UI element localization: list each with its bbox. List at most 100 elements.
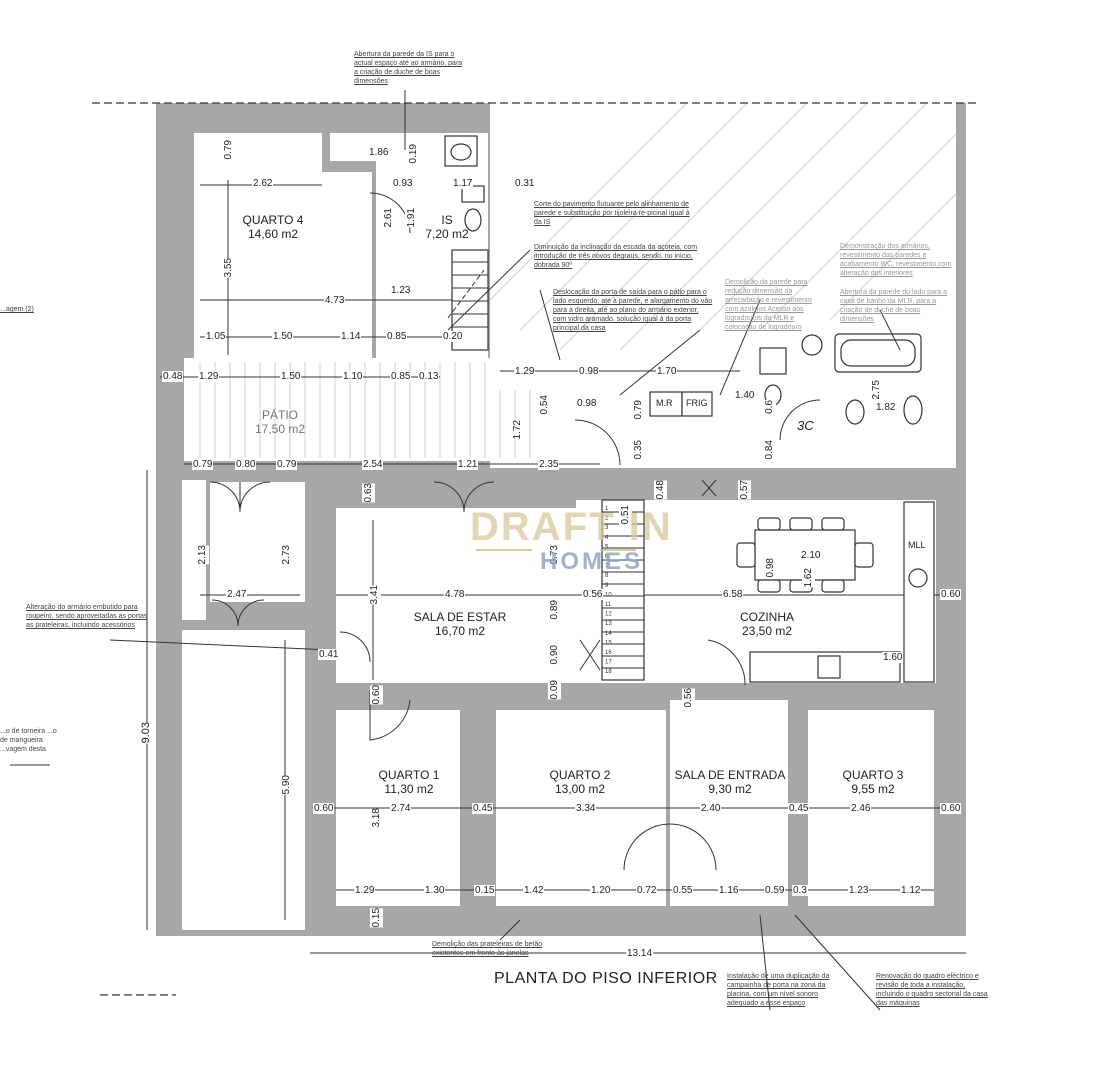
stair-step-number: 2	[605, 516, 609, 522]
dining-table	[736, 501, 935, 683]
note-left-bottom: ...o de torneira ...o de mangueira ...va…	[0, 728, 57, 753]
dim: 3.18	[370, 808, 383, 828]
label-wc: 3C	[797, 418, 814, 433]
stair-step-number: 3	[605, 525, 609, 531]
stair-step-number: 8	[605, 573, 609, 579]
dim: 0.41	[318, 649, 340, 660]
stair-step-number: 7	[605, 564, 609, 570]
stair-step-number: 15	[605, 640, 612, 646]
dim: 2.75	[870, 380, 883, 400]
dim: 1.62	[802, 568, 815, 588]
dim: 2.35	[538, 459, 560, 470]
dim: 1.12	[900, 885, 922, 896]
dim: 0.13	[418, 371, 440, 382]
dim: 0.19	[407, 144, 420, 164]
plan-title: PLANTA DO PISO INFERIOR	[494, 970, 718, 987]
watermark-line	[600, 549, 636, 551]
dim: 0.98	[576, 398, 598, 409]
note-door-move: Deslocação da porta de saída para o páti…	[553, 289, 713, 332]
label-mll: MLL	[907, 540, 927, 551]
dim: 1.05	[205, 331, 227, 342]
dim: 1.20	[590, 885, 612, 896]
dim: 1.17	[452, 178, 474, 189]
dim: 0.35	[632, 440, 645, 460]
dim: 0.60	[940, 803, 962, 814]
watermark-logo: DRAFT IN	[470, 505, 673, 549]
stair-step-number: 16	[605, 650, 612, 656]
dim: 1.30	[424, 885, 446, 896]
dim: 0.31	[514, 178, 536, 189]
dim: 2.47	[226, 589, 248, 600]
stair-step-number: 13	[605, 621, 612, 627]
dim: 0.85	[390, 371, 412, 382]
dim: 0.84	[763, 440, 776, 460]
dim: 0.80	[235, 459, 257, 470]
note-stair-incline: Diminuição da inclinação da escada da aç…	[534, 244, 698, 269]
leader-lines	[10, 90, 901, 1011]
stair-step-number: 9	[605, 583, 609, 589]
stair-step-number: 6	[605, 554, 609, 560]
dim: 1.21	[457, 459, 479, 470]
dim: 1.50	[280, 371, 302, 382]
dim: 2.54	[362, 459, 384, 470]
room-quarto4	[194, 133, 322, 358]
dim: 1.60	[882, 652, 904, 663]
dim: 0.85	[386, 331, 408, 342]
dim: 0.15	[474, 885, 496, 896]
dim: 2.62	[252, 178, 274, 189]
stair-step-number: 18	[605, 669, 612, 675]
dim: 3.55	[222, 258, 235, 278]
stair-step-number: 14	[605, 631, 612, 637]
label-mr: M.R	[655, 398, 674, 409]
dim: 0.63	[362, 483, 375, 503]
note-wall-demolition: Demolição da parede para redução dimensã…	[725, 279, 812, 331]
dim: 0.48	[654, 480, 667, 500]
dim: 0.3	[792, 885, 808, 896]
dim: 0.98	[764, 558, 777, 578]
dim: 1.16	[718, 885, 740, 896]
dim: 1.82	[875, 402, 897, 413]
dim: 0.72	[636, 885, 658, 896]
note-shelves-demolition: Demolição das prateleiras de betão exist…	[432, 941, 543, 957]
note-bath-opening: Abertura da parede do lado para a casa d…	[840, 289, 948, 323]
dim: 0.20	[442, 331, 464, 342]
dim: 0.60	[940, 589, 962, 600]
dim: 1.91	[405, 208, 418, 228]
dim: 0.57	[738, 480, 751, 500]
dim: 2.74	[390, 803, 412, 814]
dim: 0.48	[162, 371, 184, 382]
dim: 0.09	[548, 680, 561, 700]
stair-step-number: 10	[605, 592, 612, 598]
dim: 0.79	[192, 459, 214, 470]
dim: 0.89	[548, 600, 561, 620]
dim: 0.6	[763, 400, 776, 414]
dim: 0.55	[672, 885, 694, 896]
dim: 0.79	[222, 140, 235, 160]
stair-step-number: 5	[605, 544, 609, 550]
doors	[209, 192, 821, 871]
dim: 1.23	[390, 285, 412, 296]
stair-step-number: 11	[605, 602, 612, 608]
dim: 1.70	[656, 366, 678, 377]
dim: 0.60	[370, 685, 383, 705]
dim: 2.73	[280, 545, 293, 565]
dim: 0.90	[548, 645, 561, 665]
dim: 1.29	[198, 371, 220, 382]
watermark-line	[476, 549, 532, 551]
dim: 1.10	[342, 371, 364, 382]
patio-hatch	[199, 362, 531, 458]
dim: 0.45	[472, 803, 494, 814]
stair-step-number: 4	[605, 535, 609, 541]
dim: 1.50	[272, 331, 294, 342]
note-wardrobe: Alteração do armário embutido para roupe…	[26, 604, 148, 629]
watermark-subtitle: HOMES	[540, 548, 644, 575]
dim: 0.59	[764, 885, 786, 896]
